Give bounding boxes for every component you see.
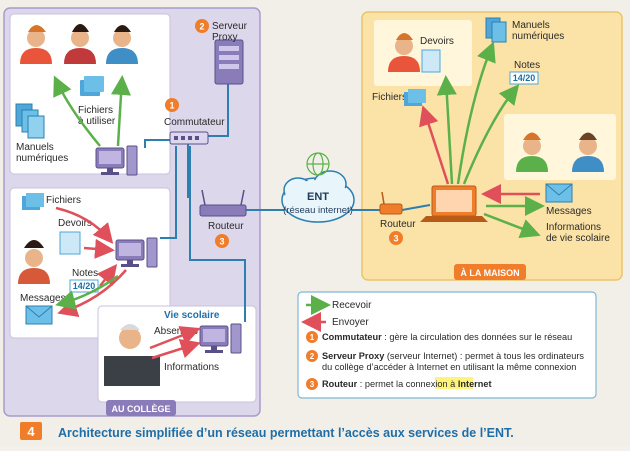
- home-messages-label: Messages: [546, 206, 592, 217]
- legend-panel: [297, 291, 597, 399]
- svg-text:2: 2: [310, 352, 315, 361]
- ent-cloud-icon: [281, 170, 355, 223]
- home-student-illustration: [388, 33, 420, 72]
- legend-recevoir: Recevoir: [332, 300, 372, 311]
- switch-icon: [169, 131, 209, 145]
- home-grade-badge: 14/20: [513, 73, 536, 83]
- legend-item-2-line2: du collège d’accéder à Internet en utili…: [322, 362, 576, 372]
- parents-illustration: [516, 132, 604, 172]
- legend-item-2: Serveur Proxy (serveur Internet) : perme…: [322, 351, 584, 361]
- classroom-files-icon: [22, 193, 44, 210]
- ent-title: ENT: [307, 191, 329, 203]
- ent-subtitle: (réseau internet): [283, 205, 353, 216]
- home-router-icon: [379, 191, 403, 215]
- fichiers-label: Fichiers: [46, 195, 81, 206]
- home-envelope-icon: [545, 183, 573, 203]
- badge-3-home: [389, 231, 403, 245]
- home-manuels-icon: [485, 17, 507, 43]
- svg-text:4: 4: [27, 424, 35, 439]
- svg-text:2: 2: [199, 22, 204, 32]
- legend-envoyer: Envoyer: [332, 317, 369, 328]
- college-router-icon: [199, 189, 247, 217]
- legend-item-1: Commutateur : gère la circulation des do…: [322, 332, 572, 342]
- figure-caption: Architecture simplifiée d’un réseau perm…: [58, 426, 514, 440]
- home-notes-label: Notes: [514, 60, 540, 71]
- globe-icon: [306, 152, 330, 176]
- figure-number-badge: [20, 422, 42, 440]
- switch-label: Commutateur: [164, 117, 225, 128]
- home-router-label: Routeur: [380, 219, 416, 230]
- home-label: À LA MAISON: [460, 268, 519, 278]
- home-devoirs-doc-icon: [421, 49, 441, 73]
- classroom-panel: [9, 187, 171, 339]
- legend-item-3: Routeur : permet la connexion à Internet: [322, 379, 492, 389]
- internet-wires: [246, 204, 431, 211]
- admin-person-illustration: [104, 324, 160, 386]
- students-illustration: [20, 24, 138, 64]
- vie-scolaire-title: Vie scolaire: [164, 310, 220, 321]
- absences-label: Absences: [154, 326, 198, 337]
- devoirs-label: Devoirs: [58, 218, 92, 229]
- badge-2: [195, 19, 209, 33]
- home-files-icon: [404, 89, 426, 106]
- home-laptop-icon: [420, 185, 488, 222]
- svg-text:1: 1: [169, 101, 174, 111]
- badge-1: [165, 98, 179, 112]
- manuels-icon: [15, 103, 45, 139]
- svg-text:1: 1: [310, 333, 315, 342]
- devoirs-doc-icon: [59, 231, 81, 255]
- teacher-illustration: [18, 240, 50, 284]
- badge-3-college: [215, 234, 229, 248]
- home-fichiers-label: Fichiers: [372, 92, 407, 103]
- envelope-icon: [25, 305, 53, 325]
- college-label-badge: [106, 400, 176, 416]
- files-icon: [80, 76, 104, 96]
- svg-text:3: 3: [310, 380, 315, 389]
- college-label: AU COLLÈGE: [111, 404, 170, 414]
- college-router-label: Routeur: [208, 221, 244, 232]
- grade-badge: 14/20: [73, 281, 96, 291]
- messages-label: Messages: [20, 293, 66, 304]
- home-label-badge: [454, 264, 526, 280]
- informations-label: Informations: [164, 362, 219, 373]
- notes-label: Notes: [72, 268, 98, 279]
- svg-text:3: 3: [219, 237, 224, 247]
- home-devoirs-label: Devoirs: [420, 36, 454, 47]
- college-wires: [144, 82, 246, 322]
- proxy-server-icon: [214, 39, 244, 85]
- svg-text:3: 3: [393, 234, 398, 244]
